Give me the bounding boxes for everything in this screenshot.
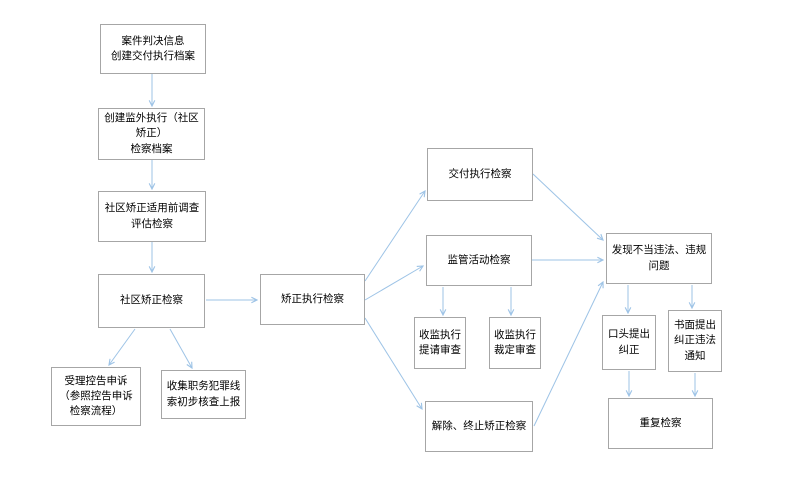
node-pre-application-assessment: 社区矫正适用前调查 评估检察 (98, 191, 206, 242)
node-oral-correction: 口头提出 纠正 (602, 315, 656, 370)
node-written-correction-notice: 书面提出 纠正违法 通知 (668, 310, 722, 372)
node-supervision-activity-inspection: 监管活动检察 (426, 235, 532, 286)
edge-terminate-to-found-issues (533, 282, 603, 427)
node-delivery-execution-inspection: 交付执行检察 (427, 148, 533, 201)
edge-delivery-exec-to-found-issues (532, 173, 603, 240)
node-collect-duty-crime-leads: 收集职务犯罪线 索初步核查上报 (161, 370, 246, 419)
node-create-noncustodial-file: 创建监外执行（社区 矫正） 检察档案 (98, 108, 205, 160)
node-case-judgment-info: 案件判决信息 创建交付执行档案 (100, 24, 206, 74)
edge-community-inspection-to-complaint (109, 328, 136, 365)
node-correction-execution-inspection: 矫正执行检察 (260, 274, 365, 325)
edge-correction-exec-to-delivery-exec (364, 191, 425, 282)
edge-correction-exec-to-supervision (364, 266, 423, 301)
node-accept-complaints: 受理控告申诉 （参照控告申诉 检察流程） (51, 367, 141, 426)
node-custody-request-review: 收监执行 提请审查 (414, 317, 466, 369)
node-termination-inspection: 解除、终止矫正检察 (425, 401, 533, 452)
node-custody-ruling-review: 收监执行 裁定审查 (489, 317, 541, 369)
node-community-correction-inspection: 社区矫正检察 (98, 274, 205, 328)
edge-community-inspection-to-duty-crime (169, 328, 192, 368)
node-found-violations: 发现不当违法、违规 问题 (606, 233, 712, 284)
node-repeat-inspection: 重复检察 (608, 398, 713, 449)
